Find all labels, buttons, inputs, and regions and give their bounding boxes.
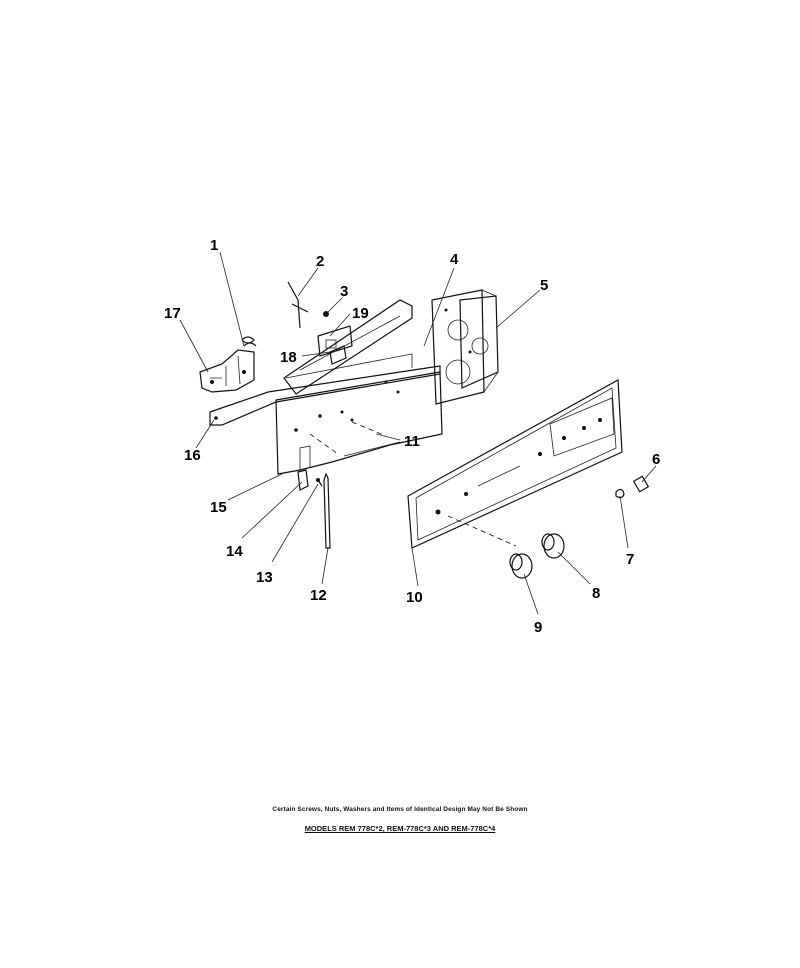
part-1-spring — [241, 336, 257, 347]
knob-leader — [447, 515, 517, 547]
part-16-mounting-strip — [209, 365, 441, 426]
caption-models: MODELS REM 778C*2, REM-778C*3 AND REM-77… — [0, 824, 800, 833]
callout-12: 12 — [310, 587, 327, 604]
callout-2: 2 — [316, 253, 324, 270]
part-6-bulb — [632, 475, 650, 493]
part-12-rod — [323, 472, 331, 549]
part-4-timer-plate — [431, 289, 485, 405]
part-14-clip — [297, 469, 309, 491]
callout-18: 18 — [280, 349, 297, 366]
part-5-timer-housing — [459, 289, 499, 393]
callout-1: 1 — [210, 237, 218, 254]
callout-17: 17 — [164, 305, 181, 322]
callout-labels: 1 2 3 4 5 6 7 8 9 10 11 12 13 14 15 16 1… — [164, 237, 660, 636]
part-wire-harness — [283, 299, 413, 395]
part-19-switch — [317, 325, 353, 357]
part-2-pin — [287, 281, 309, 329]
callout-7: 7 — [626, 551, 634, 568]
part-9-knob — [509, 553, 533, 579]
part-8-knob — [541, 533, 565, 559]
callout-5: 5 — [540, 277, 548, 294]
part-17-switch-bracket — [199, 349, 255, 393]
callout-16: 16 — [184, 447, 201, 464]
callout-15: 15 — [210, 499, 227, 516]
leader-lines — [179, 251, 657, 615]
part-3-screw — [323, 311, 329, 317]
callout-13: 13 — [256, 569, 273, 586]
callout-8: 8 — [592, 585, 600, 602]
callout-14: 14 — [226, 543, 243, 560]
callout-6: 6 — [652, 451, 660, 468]
part-10-control-panel — [407, 379, 623, 549]
callout-4: 4 — [450, 251, 459, 268]
callout-11: 11 — [404, 433, 420, 450]
callout-10: 10 — [406, 589, 423, 606]
callout-3: 3 — [340, 283, 348, 300]
part-7-clip — [615, 488, 625, 499]
callout-9: 9 — [534, 619, 542, 636]
part-15-control-bracket — [275, 353, 443, 475]
models-text: MODELS REM 778C*2, REM-778C*3 AND REM-77… — [304, 824, 496, 833]
part-18-clip — [329, 345, 347, 365]
part-11-leader — [309, 421, 387, 455]
callout-19: 19 — [352, 305, 369, 322]
caption-note: Certain Screws, Nuts, Washers and Items … — [272, 806, 528, 813]
part-13-screw — [316, 478, 323, 487]
